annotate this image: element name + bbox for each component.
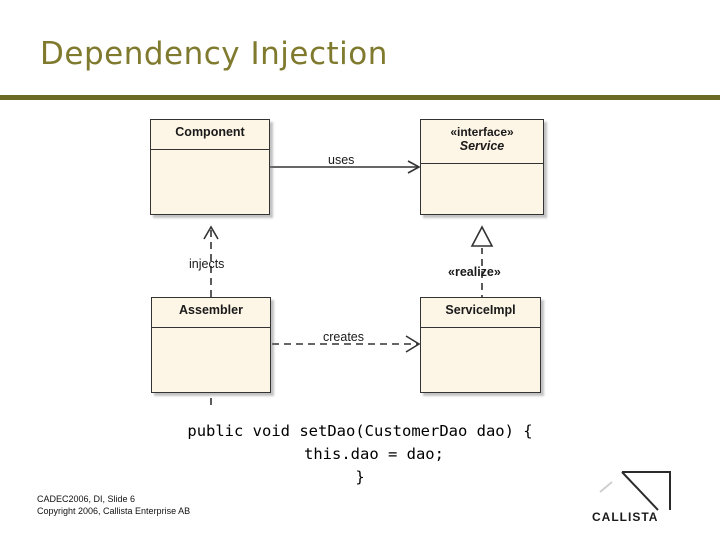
uml-class-service-name: Service [459, 139, 505, 153]
code-line-1: public void setDao(CustomerDao dao) { [187, 422, 533, 440]
code-line-3: } [355, 468, 365, 486]
uml-class-serviceimpl-name: ServiceImpl [445, 303, 516, 317]
code-snippet: public void setDao(CustomerDao dao) { th… [0, 420, 720, 489]
diagram-connectors [203, 160, 494, 405]
edge-label-realize: «realize» [448, 265, 501, 279]
uml-class-assembler-name: Assembler [179, 303, 243, 317]
uml-class-component-name: Component [175, 125, 245, 139]
footer-copyright: Copyright 2006, Callista Enterprise AB [37, 506, 191, 516]
edge-label-creates: creates [323, 330, 364, 344]
uml-class-service: «interface» Service [420, 119, 544, 215]
uml-stereotype-interface: «interface» [450, 125, 514, 139]
uml-class-serviceimpl: ServiceImpl [420, 297, 541, 393]
code-line-2: this.dao = dao; [276, 445, 444, 463]
edge-label-uses: uses [328, 153, 355, 167]
edge-label-injects: injects [189, 257, 225, 271]
uml-class-serviceimpl-header: ServiceImpl [421, 298, 540, 328]
footer: CADEC2006, DI, Slide 6 Copyright 2006, C… [37, 493, 190, 517]
uml-class-assembler: Assembler [151, 297, 271, 393]
title-divider [0, 95, 720, 100]
callista-logo-text: CALLISTA [592, 510, 659, 524]
uml-class-diagram: Component «interface» Service Assembler … [0, 105, 720, 405]
callista-logo-mark [599, 471, 671, 511]
footer-slide-info: CADEC2006, DI, Slide 6 [37, 494, 136, 504]
uml-class-service-header: «interface» Service [421, 120, 543, 164]
uml-class-assembler-header: Assembler [152, 298, 270, 328]
uml-class-component: Component [150, 119, 270, 215]
page-title: Dependency Injection [40, 36, 388, 72]
uml-class-component-header: Component [151, 120, 269, 150]
callista-logo: CALLISTA [592, 470, 702, 524]
